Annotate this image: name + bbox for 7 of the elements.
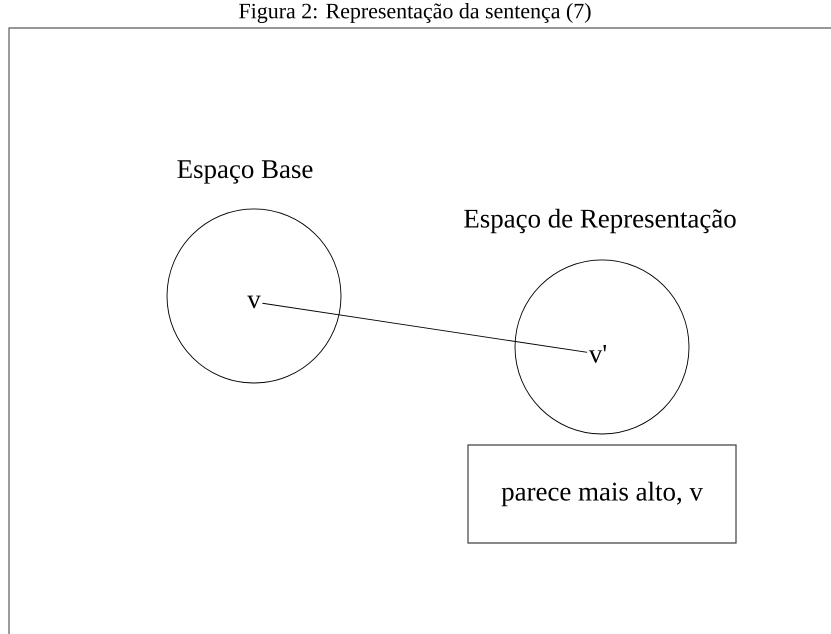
text-box: parece mais alto, v xyxy=(467,444,737,544)
point-label: v xyxy=(247,296,261,308)
connecting-line xyxy=(262,302,588,353)
point-label: v' xyxy=(588,345,606,363)
figure-title: Figura 2: Representação da sentença (7) xyxy=(239,3,591,23)
node-label: Espaço Base xyxy=(177,160,312,184)
node-label: Espaço de Representação xyxy=(464,208,736,234)
